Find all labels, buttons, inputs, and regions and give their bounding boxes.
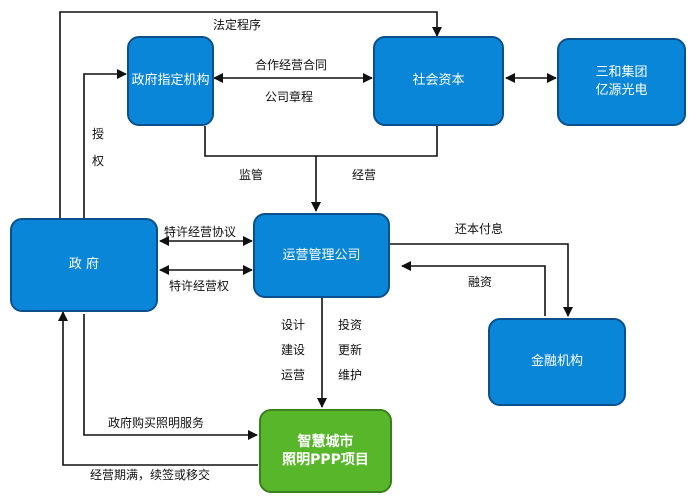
sanhe-label-line2: 亿源光电	[595, 83, 648, 98]
charter-label: 公司章程	[265, 90, 314, 104]
social-capital-label: 社会资本	[412, 73, 465, 88]
operator-label: 运营管理公司	[282, 247, 361, 263]
financing-line	[401, 261, 546, 316]
supervise-line	[204, 126, 438, 157]
government-label: 政 府	[68, 257, 100, 272]
operate-label: 经营	[352, 168, 377, 182]
financing-label: 融资	[468, 275, 493, 289]
authorize-line	[83, 69, 127, 218]
build-left-stack: 设计 建设 运营	[281, 316, 305, 383]
design-label: 设计	[281, 318, 306, 332]
build-right-stack: 投资 更新 维护	[338, 316, 362, 383]
sanhe-node: 三和集团 亿源光电	[557, 38, 686, 126]
construct-label: 建设	[281, 343, 306, 357]
franchise-right-label: 特许经营权	[169, 279, 230, 293]
operation-label: 运营	[281, 368, 306, 382]
contract-label: 合作经营合同	[255, 58, 328, 72]
update-label: 更新	[338, 343, 363, 357]
purchase-line	[83, 314, 258, 440]
maintain-label: 维护	[338, 368, 363, 382]
social-capital-node: 社会资本	[373, 36, 504, 126]
finance-node: 金融机构	[488, 318, 626, 406]
repay-label: 还本付息	[455, 222, 504, 236]
gov-agency-label: 政府指定机构	[131, 73, 210, 88]
authorize-char-2: 权	[92, 154, 105, 168]
expiry-label: 经营期满，续签或移交	[90, 468, 211, 482]
statutory-line	[59, 11, 442, 218]
statutory-label: 法定程序	[213, 18, 262, 32]
supervise-label: 监管	[239, 168, 264, 182]
finance-label: 金融机构	[530, 354, 583, 369]
invest-label: 投资	[338, 318, 363, 332]
project-label-line1: 智慧城市	[297, 434, 354, 450]
operator-node: 运营管理公司	[253, 213, 390, 298]
authorize-label: 授 权	[92, 121, 106, 175]
purchase-label: 政府购买照明服务	[108, 416, 205, 430]
project-label-line2: 照明PPP项目	[282, 452, 369, 468]
government-node: 政 府	[10, 218, 158, 312]
sanhe-label-line1: 三和集团	[595, 65, 648, 80]
expiry-line	[58, 311, 258, 466]
franchise-agreement-label: 特许经营协议	[164, 225, 237, 239]
authorize-char-1: 授	[92, 127, 105, 141]
gov-agency-node: 政府指定机构	[127, 36, 214, 126]
repay-line	[390, 243, 573, 317]
project-node: 智慧城市 照明PPP项目	[259, 409, 392, 493]
